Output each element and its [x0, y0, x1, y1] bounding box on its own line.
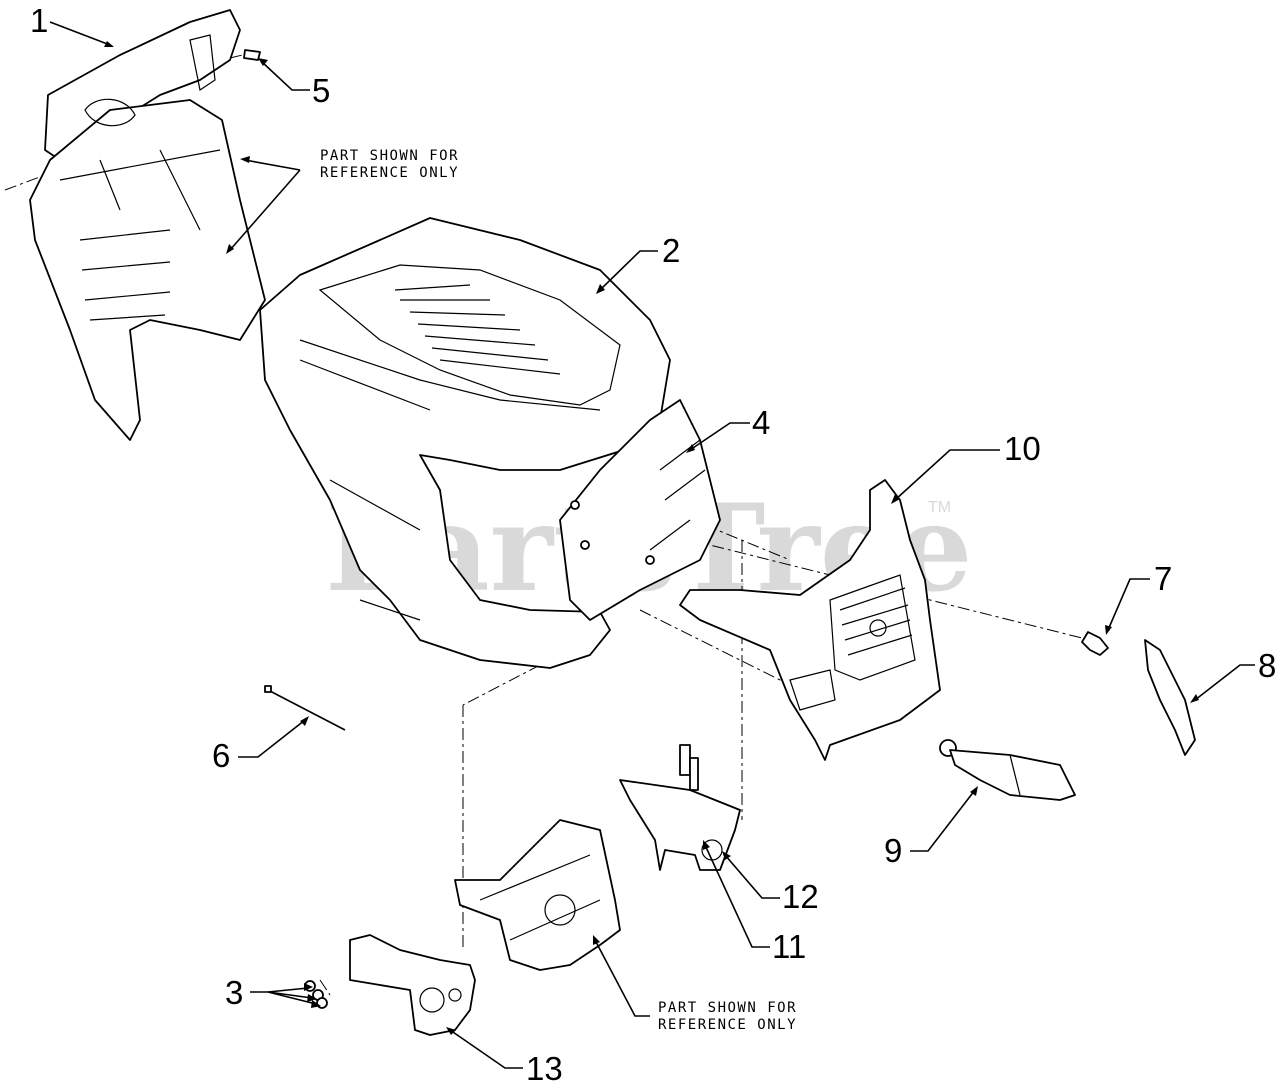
- callout-13: 13: [526, 1050, 563, 1087]
- callout-5: 5: [312, 72, 330, 109]
- callout-3: 3: [225, 974, 243, 1011]
- reference-note-2-line2: REFERENCE ONLY: [658, 1017, 797, 1033]
- callout-1: 1: [30, 2, 48, 39]
- bolt-part: [243, 49, 261, 61]
- callout-2: 2: [662, 232, 680, 269]
- leader-lines: [49, 21, 1255, 1069]
- mounting-bracket-part: [349, 934, 476, 1036]
- side-lens-part: [1144, 639, 1196, 756]
- callout-4: 4: [752, 404, 770, 441]
- callout-11: 11: [772, 928, 806, 965]
- reference-note-1-line2: REFERENCE ONLY: [320, 165, 459, 181]
- hood-bracket-part: [570, 439, 706, 565]
- dash-panel-part: [29, 9, 266, 441]
- callout-6: 6: [212, 737, 230, 774]
- hinge-bracket-part: [619, 744, 741, 871]
- reference-note-1-line1: PART SHOWN FOR: [320, 148, 459, 164]
- callout-10: 10: [1004, 430, 1041, 467]
- callout-9: 9: [884, 832, 902, 869]
- callout-7: 7: [1154, 560, 1172, 597]
- callout-8: 8: [1258, 647, 1276, 684]
- grille-part: [679, 479, 941, 761]
- screw-part: [939, 631, 1109, 757]
- cable-tie-part: [264, 685, 346, 731]
- reference-note-2-line1: PART SHOWN FOR: [658, 1000, 797, 1016]
- headlight-lens-part: [949, 749, 1076, 801]
- reference-frame-part: [454, 819, 621, 971]
- watermark-trademark: TM: [928, 499, 951, 516]
- callout-12: 12: [782, 878, 819, 915]
